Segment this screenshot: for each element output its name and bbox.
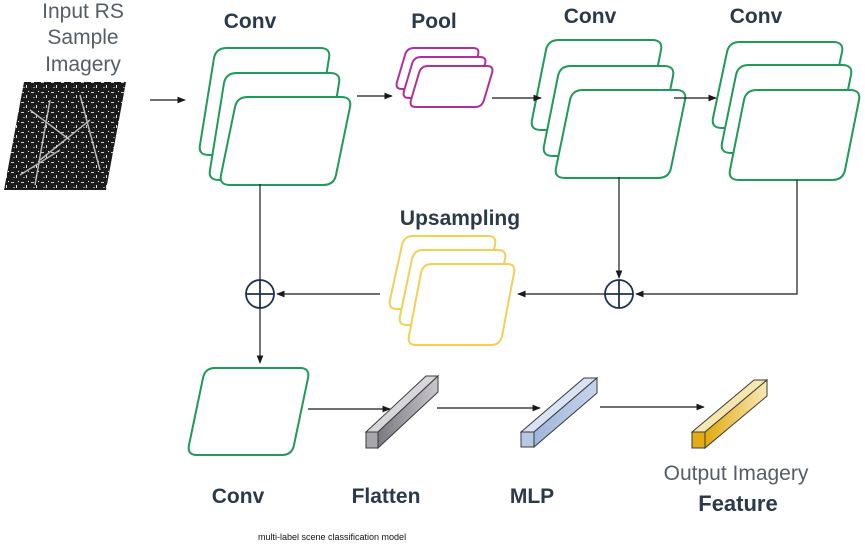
mlp-block: MLP xyxy=(510,376,599,508)
mlp-label: MLP xyxy=(510,485,554,508)
conv-bottom-label: Conv xyxy=(212,485,265,508)
pool-label: Pool xyxy=(411,10,457,33)
arrow-conv3-to-merge-right xyxy=(635,180,798,298)
connectors xyxy=(150,92,798,413)
mlp-bar-front xyxy=(520,431,535,448)
conv-block-2: Conv xyxy=(530,5,687,179)
conv-bottom-layer xyxy=(187,367,310,456)
pool-block: Pool xyxy=(395,10,494,108)
conv3-layer-3 xyxy=(728,89,861,181)
input-label-line2: Sample xyxy=(47,26,118,49)
conv2-label: Conv xyxy=(564,5,617,28)
flatten-label: Flatten xyxy=(352,485,421,508)
conv1-layer-3 xyxy=(219,96,352,186)
input-label-line1: Input RS xyxy=(42,0,124,23)
input-label-line3: Imagery xyxy=(45,53,121,76)
output-label-line2: Feature xyxy=(698,491,777,516)
flatten-bar-front xyxy=(365,431,379,449)
upsampling-block: Upsampling xyxy=(388,207,520,346)
input-image-texture xyxy=(19,94,101,186)
conv-bottom-block: Conv xyxy=(187,367,310,508)
output-block: Output Imagery Feature xyxy=(664,378,809,516)
conv3-label: Conv xyxy=(730,5,783,28)
upsampling-label: Upsampling xyxy=(400,207,520,230)
conv-block-3: Conv xyxy=(711,5,861,181)
diagram-caption: multi-label scene classification model xyxy=(258,532,406,542)
merge-node-left xyxy=(245,279,275,309)
conv2-layer-3 xyxy=(554,89,687,179)
output-label-line1: Output Imagery xyxy=(664,462,809,485)
conv1-label: Conv xyxy=(224,10,277,33)
conv-block-1: Conv xyxy=(198,10,352,186)
flatten-block: Flatten xyxy=(352,374,440,508)
upsampling-layer-3 xyxy=(407,263,516,346)
input-image-group: Input RS Sample Imagery xyxy=(4,0,126,190)
output-bar-front xyxy=(691,431,706,449)
pool-layer-3 xyxy=(409,65,494,108)
merge-node-right xyxy=(604,279,634,309)
